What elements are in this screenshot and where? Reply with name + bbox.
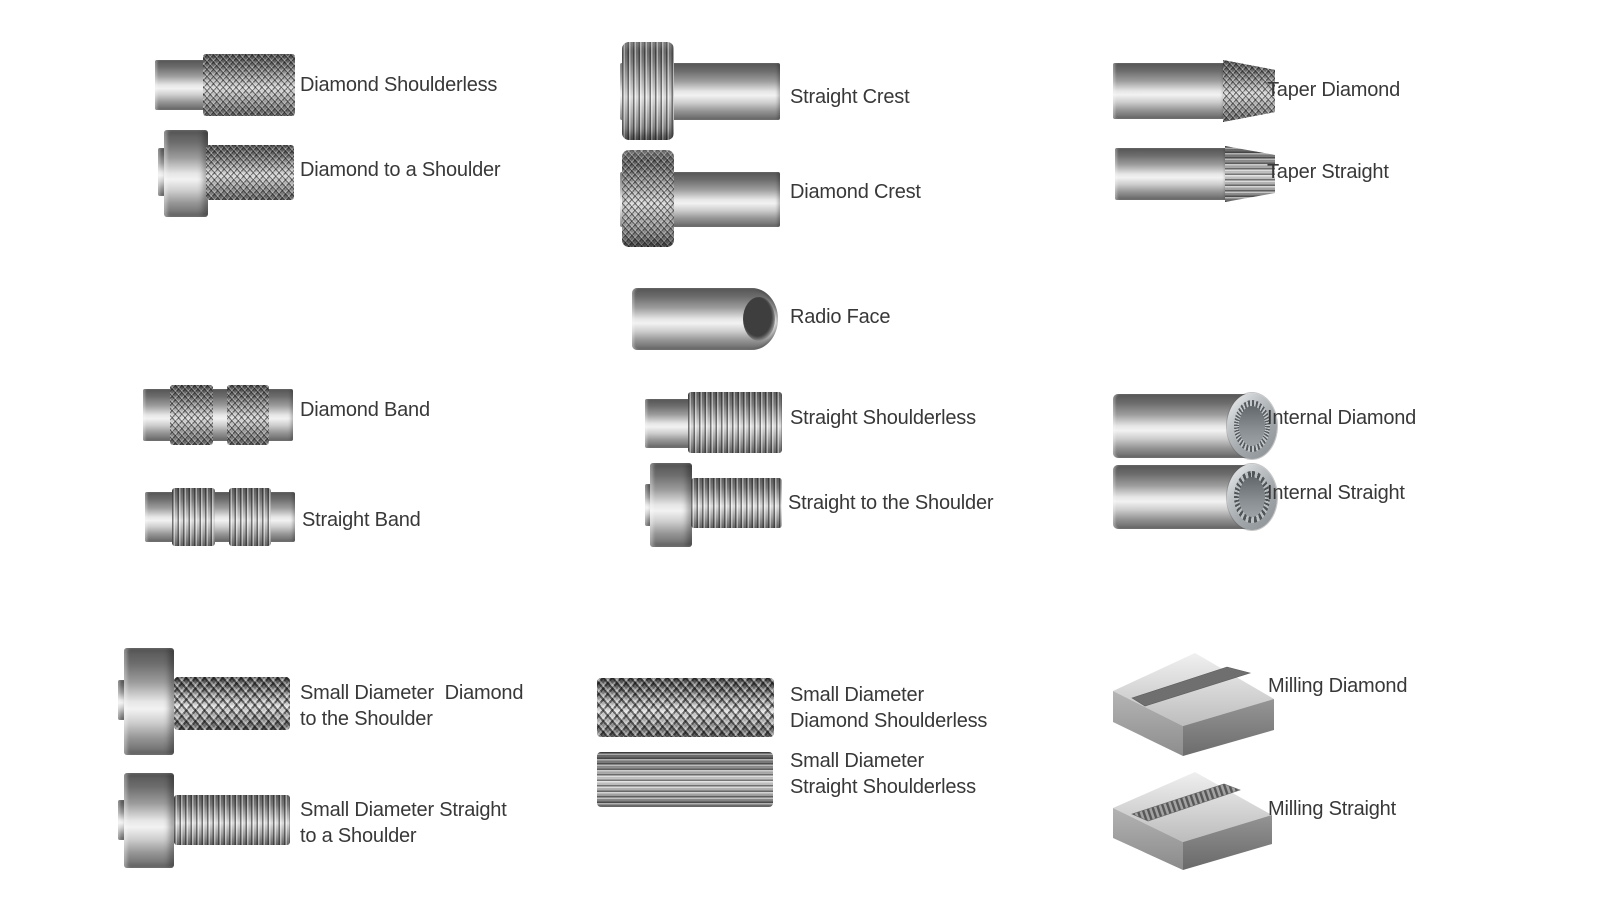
label-straight-crest: Straight Crest [790, 86, 910, 108]
shoulder-flange-shape [124, 773, 174, 868]
label-milling-diamond: Milling Diamond [1268, 675, 1408, 697]
illustration-internal-diamond [1113, 393, 1278, 459]
diamond-knurl-band-shape [170, 385, 213, 445]
label-small-diameter-diamond-to-shoulder: Small Diameter Diamond to the Shoulder [300, 682, 524, 730]
bore-hole-shape [1239, 477, 1265, 517]
illustration-diamond-band [143, 385, 293, 445]
shoulder-flange-shape [164, 130, 208, 217]
collar-shape [158, 148, 167, 196]
illustration-small-diameter-straight-shoulderless [597, 752, 773, 807]
label-diamond-shoulderless: Diamond Shoulderless [300, 74, 498, 96]
diamond-knurl-shape [206, 145, 294, 200]
illustration-milling-straight [1112, 770, 1275, 870]
label-taper-straight: Taper Straight [1267, 161, 1389, 183]
illustration-small-diameter-diamond-shoulderless [597, 678, 774, 737]
label-small-diameter-straight-shoulderless: Small Diameter Straight Shoulderless [790, 750, 976, 798]
label-small-diameter-straight-to-shoulder: Small Diameter Straight to a Shoulder [300, 799, 507, 847]
illustration-taper-diamond [1113, 60, 1275, 122]
label-internal-diamond: Internal Diamond [1267, 407, 1417, 429]
shaft-shape [1113, 63, 1225, 119]
shaft-shape [143, 389, 293, 441]
tapered-straight-knurl-shape [1225, 146, 1275, 202]
diamond-knurl-wheel-shape [622, 150, 674, 247]
milling-straight-block [1113, 772, 1272, 870]
straight-knurl-band-shape [172, 488, 215, 546]
label-small-diameter-diamond-shoulderless: Small Diameter Diamond Shoulderless [790, 684, 988, 732]
bore-hole-shape [1239, 406, 1265, 446]
illustration-straight-to-shoulder [645, 463, 782, 547]
collar-shape [118, 800, 127, 840]
label-taper-diamond: Taper Diamond [1267, 79, 1401, 101]
illustration-diamond-shoulderless [155, 54, 295, 116]
illustration-diamond-to-shoulder [158, 130, 294, 217]
diamond-knurl-shape [597, 678, 774, 737]
straight-knurl-shape [597, 752, 773, 807]
illustration-straight-band [145, 488, 295, 546]
illustration-straight-shoulderless [645, 392, 782, 453]
shaft-shape [645, 399, 695, 448]
illustration-diamond-crest [620, 150, 780, 247]
collar-shape [118, 680, 127, 720]
label-internal-straight: Internal Straight [1267, 482, 1405, 504]
milling-diamond-block [1113, 653, 1274, 756]
illustration-small-diameter-straight-to-shoulder [118, 773, 290, 868]
straight-knurl-wheel-shape [622, 42, 674, 140]
illustration-radio-face [632, 288, 778, 350]
shaft-shape [1115, 148, 1227, 200]
label-straight-shoulderless: Straight Shoulderless [790, 407, 976, 429]
label-milling-straight: Milling Straight [1268, 798, 1396, 820]
illustration-taper-straight [1115, 146, 1275, 202]
straight-knurl-shape [174, 795, 290, 845]
diamond-knurl-shape [174, 677, 290, 730]
tube-shape [1113, 465, 1248, 529]
shaft-shape [145, 492, 295, 542]
illustration-milling-diamond [1112, 650, 1275, 757]
straight-knurl-shape [691, 478, 782, 528]
straight-knurl-shape [688, 392, 782, 453]
label-diamond-to-shoulder: Diamond to a Shoulder [300, 159, 501, 181]
illustration-small-diameter-diamond-to-shoulder [118, 648, 290, 755]
illustration-internal-straight [1113, 464, 1278, 530]
label-diamond-crest: Diamond Crest [790, 181, 921, 203]
label-straight-to-shoulder: Straight to the Shoulder [788, 492, 994, 514]
straight-knurl-band-shape [229, 488, 271, 546]
collar-shape [645, 484, 653, 526]
shoulder-flange-shape [124, 648, 174, 755]
diamond-knurl-band-shape [227, 385, 269, 445]
tapered-diamond-knurl-shape [1223, 60, 1275, 122]
diamond-knurl-shape [203, 54, 295, 116]
label-radio-face: Radio Face [790, 306, 891, 328]
illustration-straight-crest [620, 42, 780, 140]
label-diamond-band: Diamond Band [300, 399, 430, 421]
label-straight-band: Straight Band [302, 509, 421, 531]
bore-hole-shape [743, 297, 775, 341]
tube-shape [1113, 394, 1248, 458]
shoulder-flange-shape [650, 463, 692, 547]
